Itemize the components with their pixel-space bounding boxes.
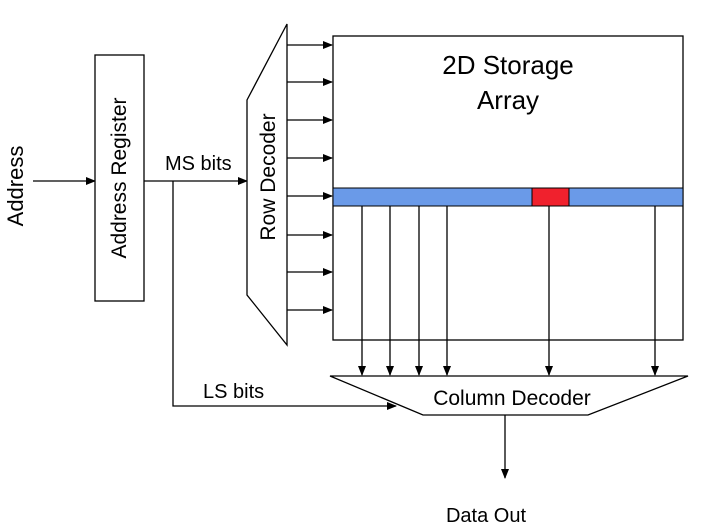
selected-row-bar	[332, 187, 684, 207]
selected-cell	[531, 187, 570, 207]
row-select-arrows	[287, 41, 333, 314]
ls-bits-label: LS bits	[203, 381, 264, 403]
ls-bits-wire	[172, 181, 397, 410]
row-decoder-shape	[246, 23, 288, 347]
column-decoder-shape	[329, 375, 689, 416]
storage-array-title-line1: 2D Storage	[442, 50, 574, 80]
bit-line-arrows	[358, 206, 659, 376]
ms-bits-label: MS bits	[165, 153, 232, 175]
data-out-label: Data Out	[446, 505, 526, 527]
row-decoder-label: Row Decoder	[257, 113, 280, 240]
address-register-label: Address Register	[108, 97, 131, 258]
column-decoder-label: Column Decoder	[433, 387, 591, 410]
address-register-box	[94, 54, 145, 302]
storage-array-title-line2: Array	[477, 85, 539, 115]
address-label: Address	[3, 146, 28, 227]
